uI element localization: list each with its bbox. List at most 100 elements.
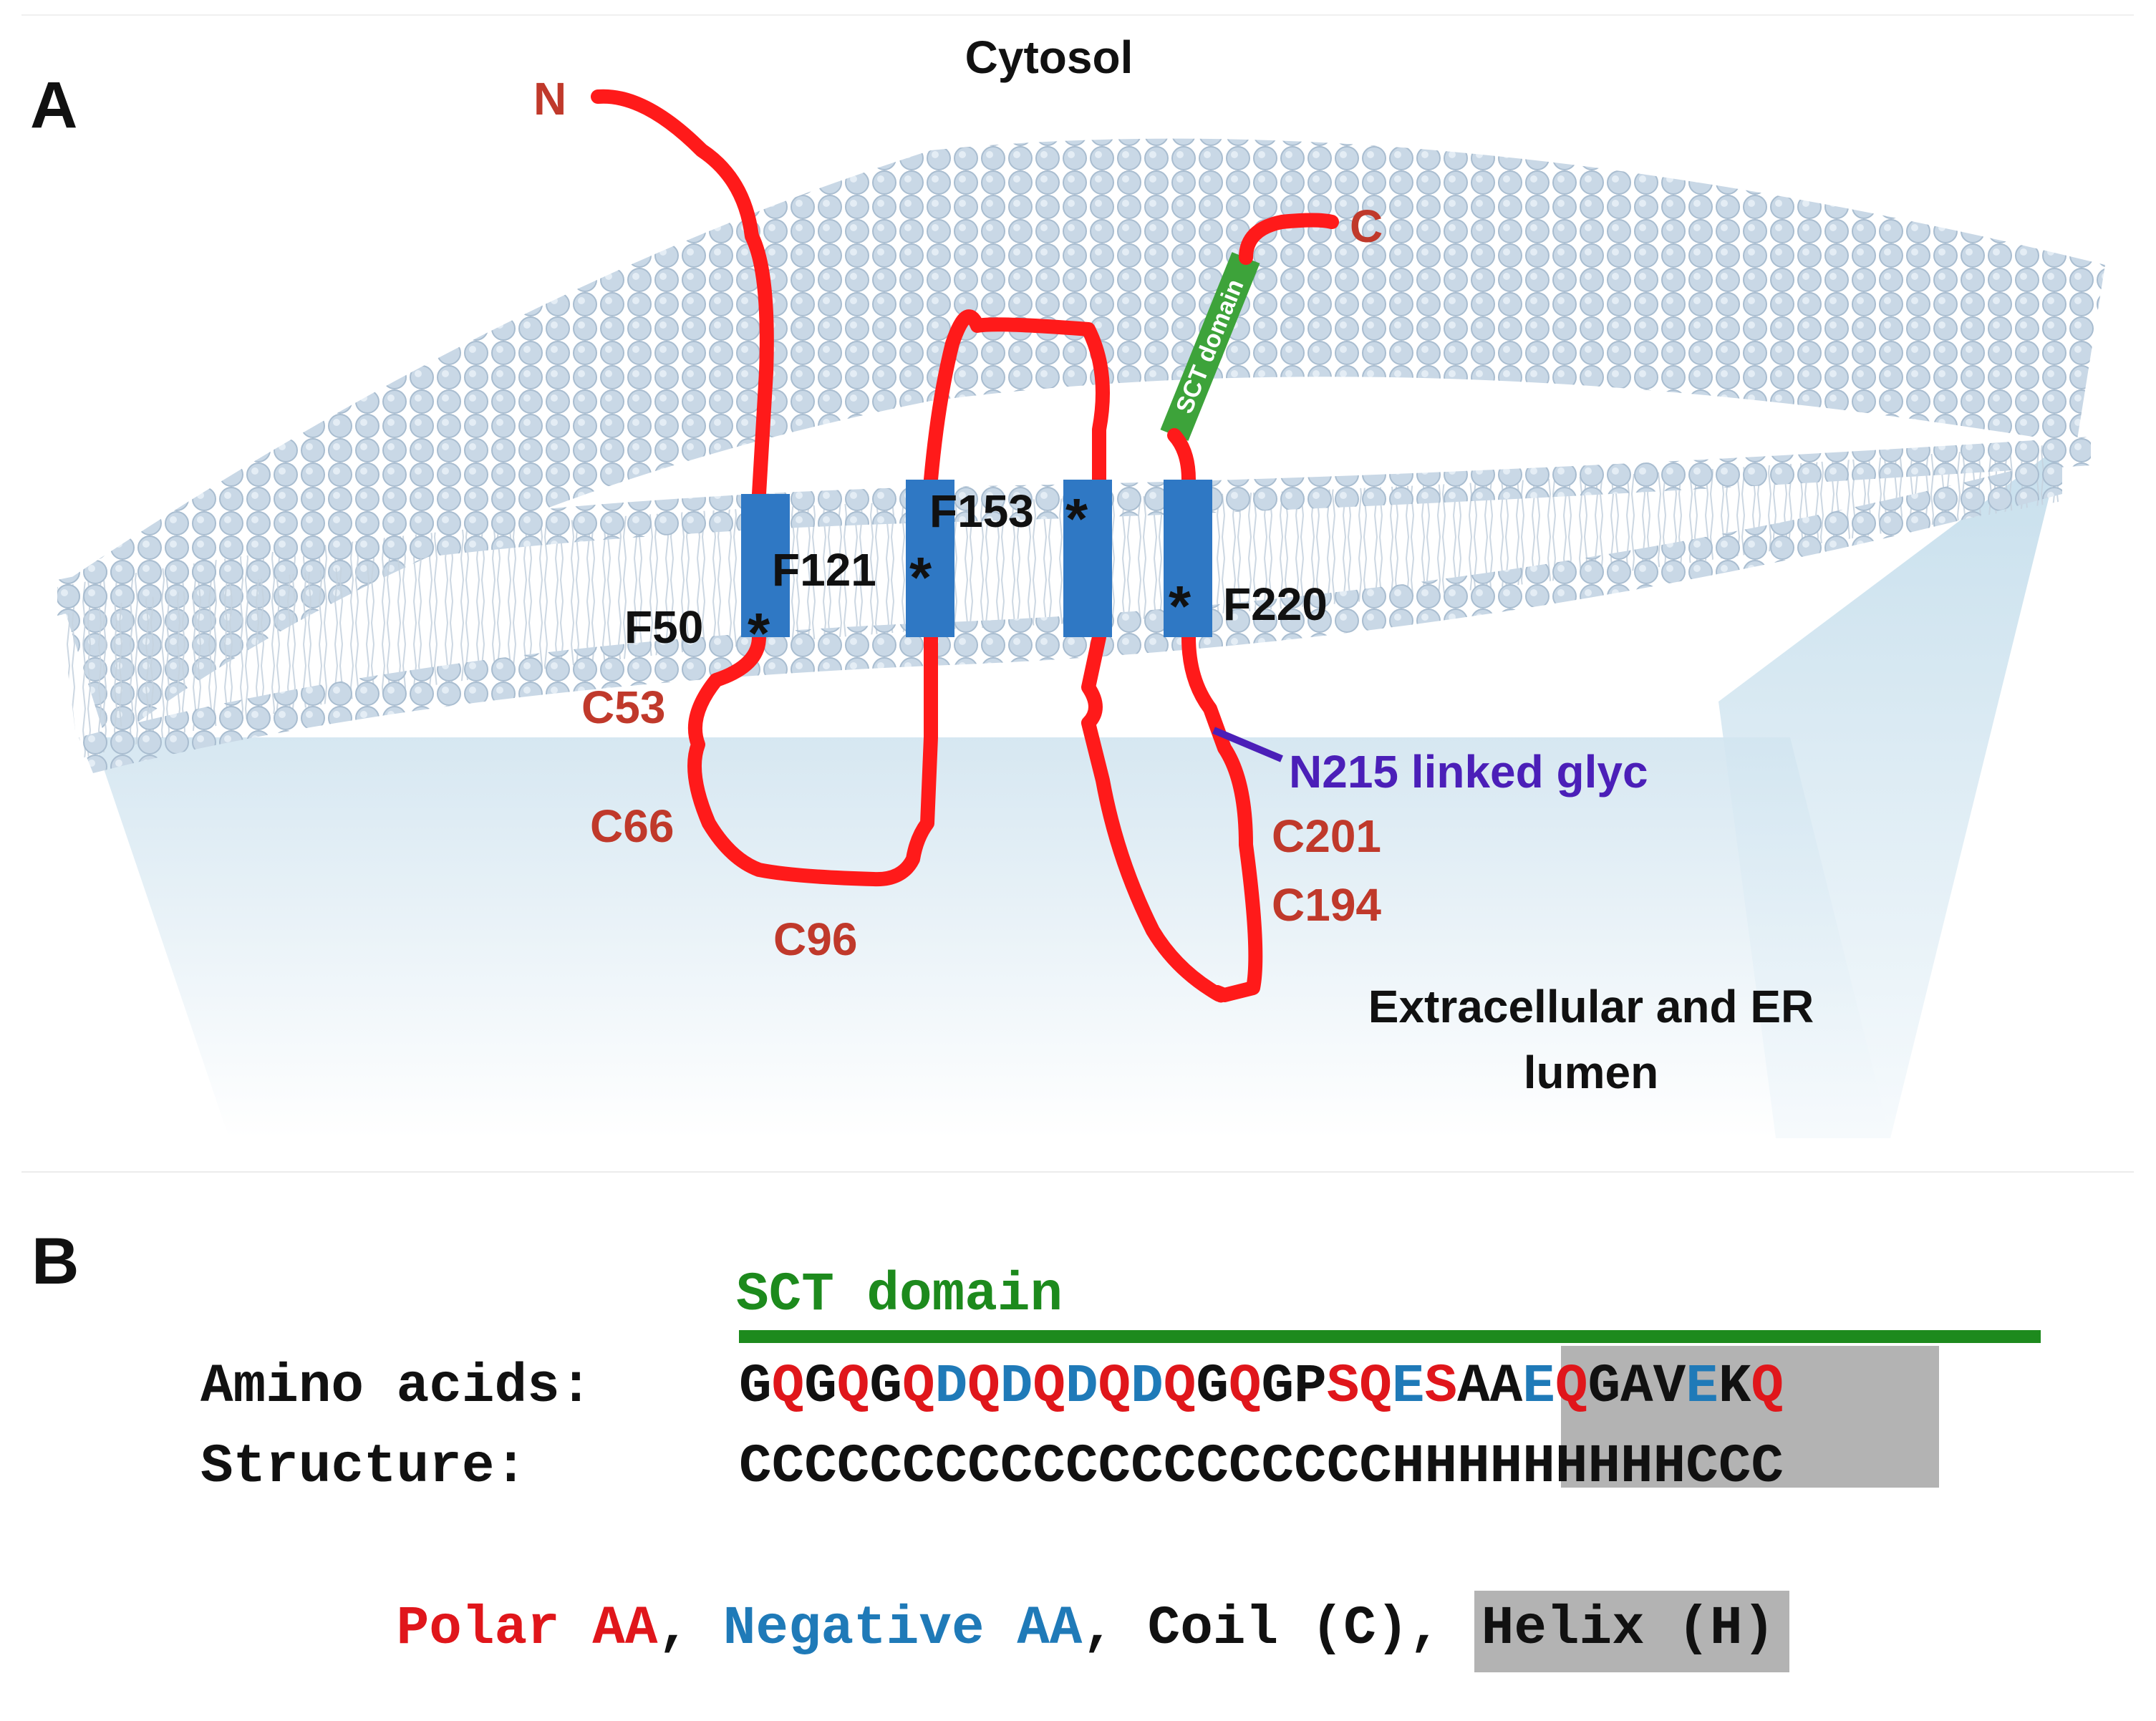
n-terminus-label: N xyxy=(533,73,566,125)
panel-a-letter: A xyxy=(30,69,77,142)
residue: Q xyxy=(1751,1356,1784,1417)
helix-region-highlight xyxy=(1561,1346,1939,1488)
legend-polar: Polar AA xyxy=(396,1598,658,1659)
structure-char: H xyxy=(1620,1436,1653,1498)
cys-label-c194: C194 xyxy=(1272,879,1381,931)
structure-char: H xyxy=(1522,1436,1555,1498)
structure-char: C xyxy=(1000,1436,1033,1498)
residue: Q xyxy=(1228,1356,1262,1417)
sct-domain-segment xyxy=(1160,252,1260,441)
residue: P xyxy=(1294,1356,1327,1417)
structure-char: C xyxy=(1131,1436,1164,1498)
membrane-outer-leaflet xyxy=(57,138,2105,745)
structure-char: C xyxy=(869,1436,902,1498)
structure-char: C xyxy=(836,1436,870,1498)
phe-label-f121: F121 xyxy=(772,544,876,596)
legend: Polar AA, Negative AA, Coil (C), Helix (… xyxy=(200,1536,1790,1721)
phe-label-f220: F220 xyxy=(1223,578,1328,630)
structure-char: H xyxy=(1653,1436,1686,1498)
structure-char: H xyxy=(1489,1436,1523,1498)
membrane-topology-diagram: A Cytosol N C SCT domain F50 * F121 * F1… xyxy=(30,31,2105,1138)
residue: Q xyxy=(967,1356,1000,1417)
structure-char: C xyxy=(1098,1436,1131,1498)
structure-char: C xyxy=(1294,1436,1327,1498)
residue: Q xyxy=(836,1356,870,1417)
lumen-label-line1: Extracellular and ER xyxy=(1368,981,1814,1032)
panel-top-rule xyxy=(21,14,2134,16)
panel-b-letter: B xyxy=(32,1225,79,1298)
asterisk-f50: * xyxy=(748,601,770,665)
residue: G xyxy=(804,1356,837,1417)
residue: K xyxy=(1718,1356,1751,1417)
lumen-background xyxy=(93,737,1890,1138)
residue: E xyxy=(1522,1356,1555,1417)
residue: D xyxy=(934,1356,968,1417)
residue: G xyxy=(1196,1356,1229,1417)
tm-helix-2 xyxy=(906,480,954,637)
amino-acid-sequence: GQGQGQDQDQDQDQGQGPSQESAAEQGAVEKQ xyxy=(739,1356,1784,1417)
structure-char: C xyxy=(1228,1436,1262,1498)
residue: Q xyxy=(1359,1356,1392,1417)
structure-char: C xyxy=(1163,1436,1197,1498)
structure-char: H xyxy=(1587,1436,1621,1498)
structure-char: C xyxy=(1326,1436,1360,1498)
residue: Q xyxy=(1555,1356,1588,1417)
legend-sep: , xyxy=(1082,1598,1116,1659)
cytosol-label: Cytosol xyxy=(965,31,1133,83)
structure-char: H xyxy=(1424,1436,1458,1498)
figure: A Cytosol N C SCT domain F50 * F121 * F1… xyxy=(0,14,2156,1672)
tm-helix-3 xyxy=(1063,480,1112,637)
structure-label: Structure: xyxy=(200,1436,528,1498)
panel-divider xyxy=(21,1171,2134,1173)
amino-acids-label: Amino acids: xyxy=(200,1356,593,1417)
cys-label-c66: C66 xyxy=(590,800,674,852)
residue: Q xyxy=(771,1356,805,1417)
asterisk-f220: * xyxy=(1169,574,1191,638)
lumen-label-line2: lumen xyxy=(1524,1047,1658,1098)
cys-label-c96: C96 xyxy=(773,913,857,965)
secondary-structure-string: CCCCCCCCCCCCCCCCCCCCHHHHHHHHHCCC xyxy=(739,1436,1784,1498)
structure-char: C xyxy=(1359,1436,1392,1498)
residue: A xyxy=(1457,1356,1490,1417)
residue: D xyxy=(1000,1356,1033,1417)
legend-helix: Helix (H) xyxy=(1474,1591,1790,1672)
phe-label-f50: F50 xyxy=(624,601,703,653)
sequence-panel: B SCT domain Amino acids: GQGQGQDQDQDQDQ… xyxy=(0,1174,2156,1672)
tm-helix-4 xyxy=(1164,480,1212,637)
structure-char: C xyxy=(1196,1436,1229,1498)
structure-char: C xyxy=(901,1436,935,1498)
lumen-side-wall xyxy=(1718,444,2062,1138)
residue: G xyxy=(1261,1356,1295,1417)
cys-label-c53: C53 xyxy=(581,682,665,733)
residue: Q xyxy=(1033,1356,1065,1417)
glycosylation-label: N215 linked glyc xyxy=(1289,746,1648,798)
residue: S xyxy=(1326,1356,1360,1417)
structure-char: C xyxy=(1686,1436,1718,1498)
phe-label-f153: F153 xyxy=(929,485,1034,537)
c-terminus-label: C xyxy=(1350,200,1383,252)
structure-char: C xyxy=(739,1436,772,1498)
asterisk-f153: * xyxy=(1065,487,1088,551)
residue: D xyxy=(1065,1356,1098,1417)
legend-sep: , xyxy=(657,1598,691,1659)
sct-domain-bar xyxy=(739,1330,2041,1343)
structure-char: H xyxy=(1555,1436,1588,1498)
structure-char: C xyxy=(1065,1436,1098,1498)
structure-char: C xyxy=(1718,1436,1751,1498)
structure-char: C xyxy=(1751,1436,1784,1498)
residue: Q xyxy=(1098,1356,1131,1417)
residue: E xyxy=(1391,1356,1425,1417)
structure-char: H xyxy=(1457,1436,1490,1498)
protein-chain xyxy=(591,89,1339,1003)
residue: Q xyxy=(901,1356,935,1417)
structure-char: H xyxy=(1391,1436,1425,1498)
residue: G xyxy=(869,1356,902,1417)
residue: Q xyxy=(1163,1356,1197,1417)
structure-char: C xyxy=(967,1436,1000,1498)
membrane-middle-heads xyxy=(57,437,2091,616)
sct-domain-header: SCT domain xyxy=(736,1264,1063,1326)
structure-char: C xyxy=(1261,1436,1295,1498)
structure-char: C xyxy=(771,1436,805,1498)
tm-helix-1 xyxy=(741,494,790,637)
residue: S xyxy=(1424,1356,1458,1417)
